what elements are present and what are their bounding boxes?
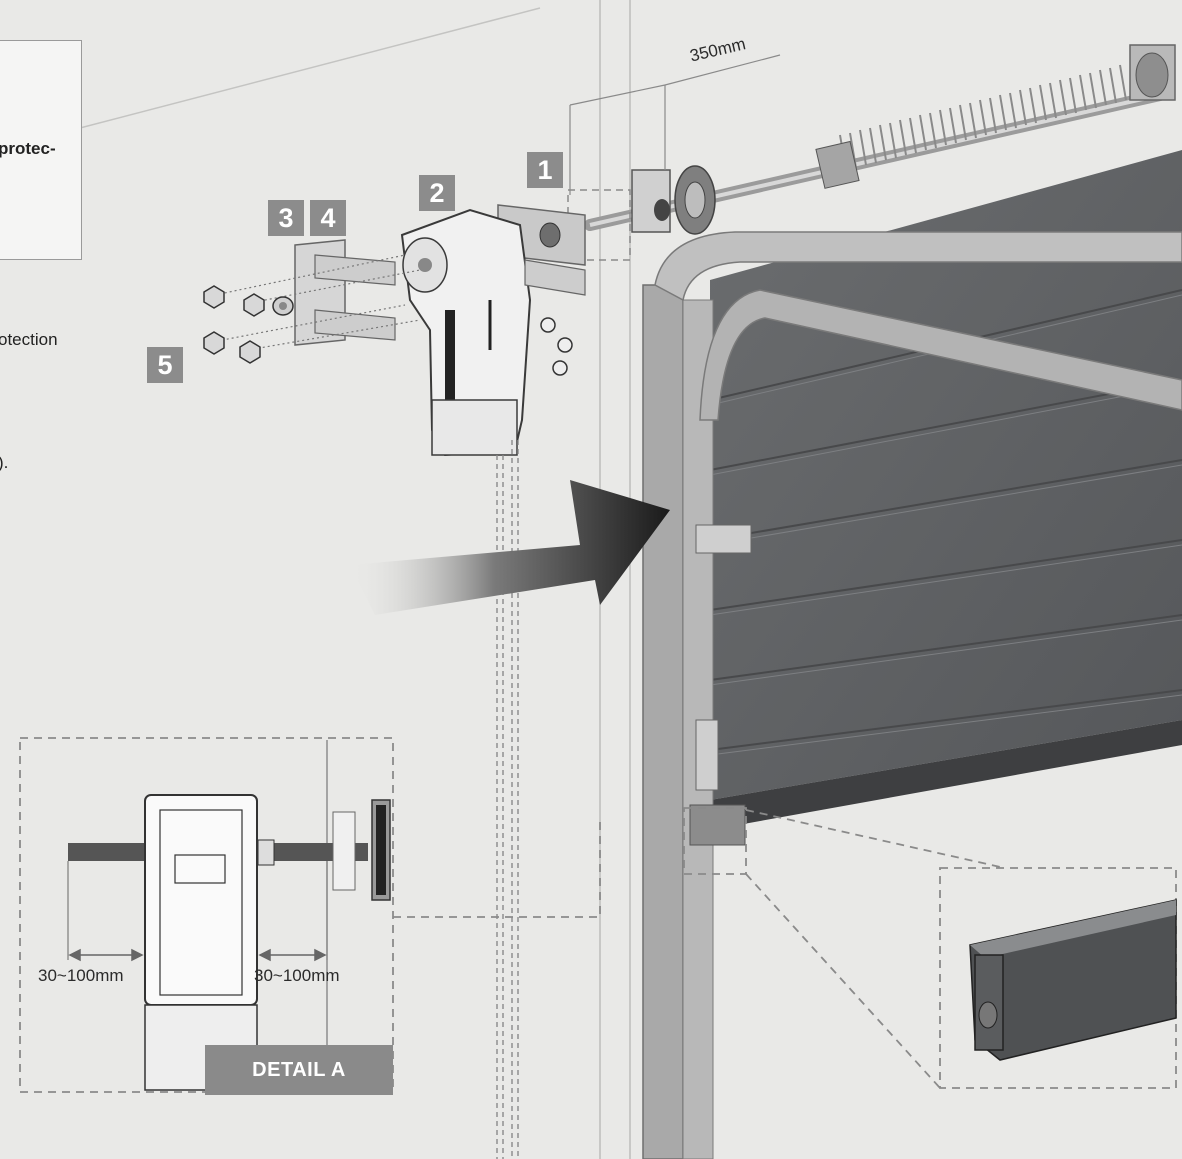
step-badge-2: 2 — [419, 175, 455, 211]
wall-bracket-set — [294, 239, 586, 346]
detail-a-drawing — [67, 740, 391, 1092]
operator-motor — [400, 208, 532, 457]
dimension-350mm — [569, 54, 781, 195]
dimension-label-left-gap: 30~100mm — [38, 966, 124, 985]
panel-text-line1: protec- — [0, 139, 56, 158]
detail-a-label: DETAIL A — [205, 1045, 393, 1095]
step-badge-4: 4 — [310, 200, 346, 236]
step-badge-3: 3 — [268, 200, 304, 236]
ceiling-edge-line — [79, 7, 541, 129]
fastener-set — [203, 254, 573, 376]
bottom-seal-detail — [683, 807, 1177, 1089]
hand-chain — [496, 440, 519, 1159]
door-frame — [642, 231, 1182, 1159]
step-badge-1: 1 — [527, 152, 563, 188]
body-text-line2: otection — [0, 330, 58, 349]
info-panel — [0, 40, 82, 260]
step-badge-5: 5 — [147, 347, 183, 383]
dimension-label-right-gap: 30~100mm — [254, 966, 340, 985]
body-text-line3: ). — [0, 453, 9, 472]
detail-a-frame — [19, 737, 601, 1093]
torsion-spring-assembly — [584, 44, 1176, 235]
direction-arrow — [350, 480, 670, 615]
